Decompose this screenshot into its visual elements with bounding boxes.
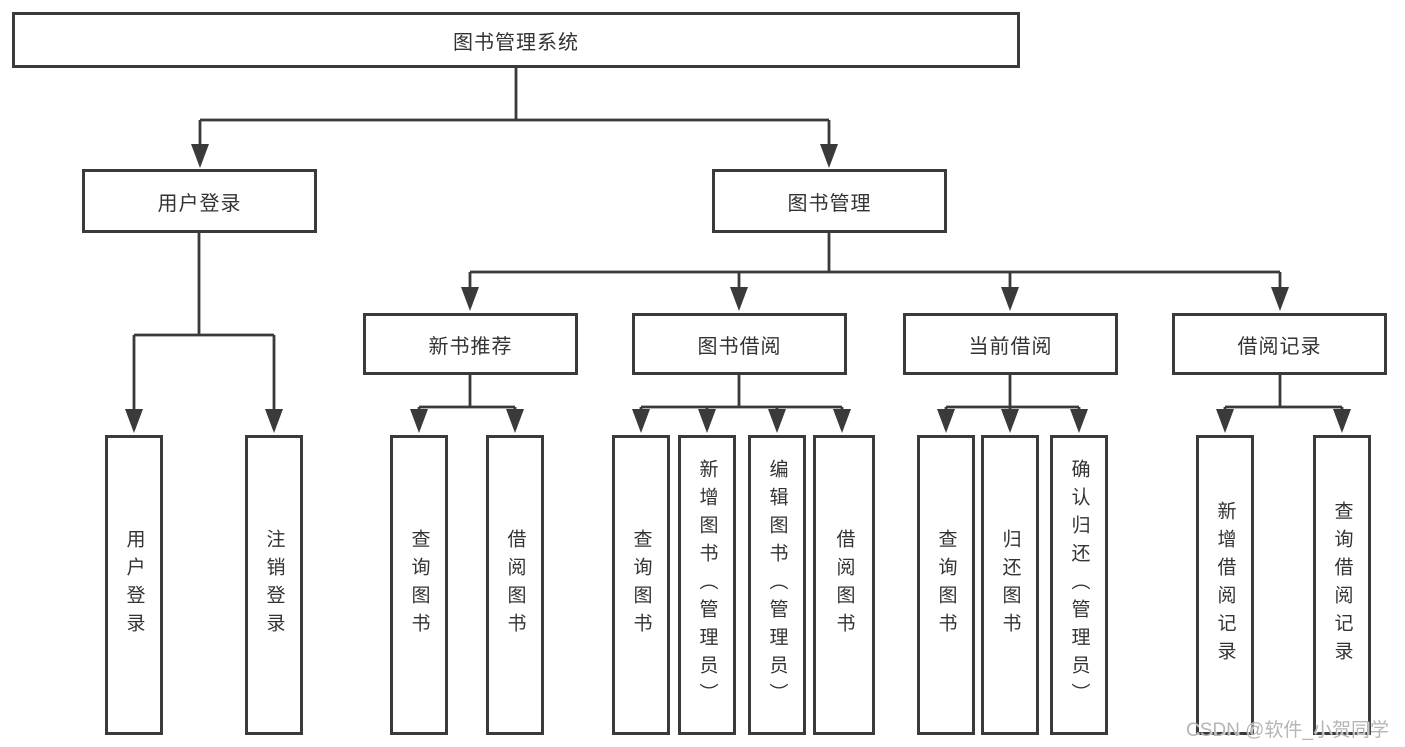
leaf-query-borrow-record: 查询借阅记录 [1313,435,1371,735]
leaf-logout: 注销登录 [245,435,303,735]
connector-newbooks-to-leaves [417,375,517,411]
connector-borrow-to-leaves [639,375,844,411]
connector-current-to-leaves [944,375,1081,411]
leaf-query-books-borrow: 查询图书 [612,435,670,735]
leaf-label: 确认归还（管理员） [1068,459,1090,711]
arrowhead [191,144,209,168]
arrowhead [265,409,283,433]
node-book-management: 图书管理 [712,169,947,233]
leaf-borrow-books-recommend: 借阅图书 [486,435,544,735]
connector-bookmgmt-to-level3 [468,233,1282,289]
node-current-borrow: 当前借阅 [903,313,1118,375]
leaf-label: 查询图书 [408,529,430,641]
node-root-library-system: 图书管理系统 [12,12,1020,68]
arrowhead [506,409,524,433]
arrowhead [937,409,955,433]
arrowhead [768,409,786,433]
arrowhead [1001,287,1019,311]
leaf-edit-books-admin: 编辑图书（管理员） [748,435,806,735]
leaf-label: 归还图书 [999,529,1021,641]
arrowhead [632,409,650,433]
arrowhead [125,409,143,433]
leaf-add-books-admin: 新增图书（管理员） [678,435,736,735]
arrowhead [698,409,716,433]
arrowhead [1001,409,1019,433]
leaf-label: 新增图书（管理员） [696,459,718,711]
connector-userlogin-to-leaves [132,233,276,411]
leaf-label: 注销登录 [263,529,285,641]
arrowhead [820,144,838,168]
leaf-label: 借阅图书 [833,529,855,641]
leaf-label: 查询借阅记录 [1331,501,1353,669]
arrowhead [410,409,428,433]
node-user-login: 用户登录 [82,169,317,233]
node-book-borrow: 图书借阅 [632,313,847,375]
node-borrow-records: 借阅记录 [1172,313,1387,375]
leaf-label: 查询图书 [935,529,957,641]
connector-root-to-level2 [198,68,831,146]
csdn-watermark: CSDN @软件_小贺同学 [1186,720,1389,741]
connector-records-to-leaves [1223,375,1344,411]
arrowhead [1271,287,1289,311]
leaf-query-books-recommend: 查询图书 [390,435,448,735]
leaf-return-books: 归还图书 [981,435,1039,735]
leaf-label: 用户登录 [123,529,145,641]
leaf-query-books-current: 查询图书 [917,435,975,735]
arrowhead [730,287,748,311]
leaf-confirm-return-admin: 确认归还（管理员） [1050,435,1108,735]
leaf-label: 编辑图书（管理员） [766,459,788,711]
leaf-borrow-books: 借阅图书 [813,435,875,735]
arrowhead [1216,409,1234,433]
arrowhead [833,409,851,433]
arrowhead [1333,409,1351,433]
arrowhead [461,287,479,311]
leaf-add-borrow-record: 新增借阅记录 [1196,435,1254,735]
leaf-label: 查询图书 [630,529,652,641]
node-new-book-recommend: 新书推荐 [363,313,578,375]
arrowheads [125,144,1351,433]
leaf-user-login: 用户登录 [105,435,163,735]
leaf-label: 借阅图书 [504,529,526,641]
leaf-label: 新增借阅记录 [1214,501,1236,669]
arrowhead [1070,409,1088,433]
